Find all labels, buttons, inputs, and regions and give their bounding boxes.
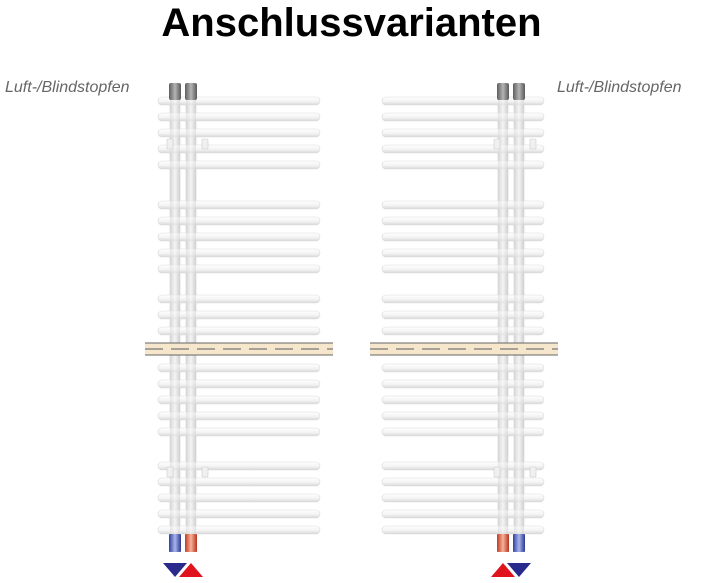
bar-clip bbox=[529, 138, 537, 150]
heating-bar bbox=[157, 310, 321, 320]
bar-clip bbox=[201, 466, 209, 478]
bar-clip bbox=[529, 466, 537, 478]
heating-bar bbox=[157, 144, 321, 154]
heating-bar bbox=[157, 128, 321, 138]
bar-clip bbox=[493, 138, 501, 150]
radiator-left bbox=[157, 83, 321, 577]
bar-clip bbox=[166, 466, 174, 478]
heating-bar bbox=[157, 395, 321, 405]
vertical-pipe-front bbox=[514, 96, 524, 544]
diagram-title: Anschlussvarianten bbox=[161, 1, 542, 45]
return-pipe-red bbox=[497, 534, 509, 552]
plug-label-right: Luft-/Blindstopfen bbox=[557, 79, 682, 96]
heating-bar bbox=[157, 411, 321, 421]
heating-bar bbox=[157, 96, 321, 106]
return-pipe-red bbox=[185, 534, 197, 552]
blind-plug bbox=[169, 83, 181, 100]
bar-clip bbox=[201, 138, 209, 150]
heating-bar bbox=[157, 509, 321, 519]
heating-bar bbox=[157, 363, 321, 373]
heating-bar bbox=[157, 427, 321, 437]
heating-bar bbox=[157, 525, 321, 535]
heating-bar bbox=[157, 461, 321, 471]
vertical-pipe-front bbox=[170, 96, 180, 544]
heating-bar bbox=[157, 200, 321, 210]
flow-pipe-blue bbox=[169, 534, 181, 552]
bar-clip bbox=[166, 138, 174, 150]
heating-bar bbox=[157, 216, 321, 226]
vertical-pipe-front bbox=[186, 96, 196, 544]
bar-clip bbox=[493, 466, 501, 478]
heating-bar bbox=[157, 493, 321, 503]
blind-plug bbox=[513, 83, 525, 100]
blind-plug bbox=[497, 83, 509, 100]
flow-arrow-down bbox=[163, 563, 187, 577]
vertical-pipe-front bbox=[498, 96, 508, 544]
radiator-right bbox=[381, 83, 545, 577]
heating-bar bbox=[157, 294, 321, 304]
return-arrow-up bbox=[491, 563, 515, 577]
heating-bar bbox=[157, 232, 321, 242]
flow-pipe-blue bbox=[513, 534, 525, 552]
heating-bar bbox=[157, 326, 321, 336]
plug-label-left: Luft-/Blindstopfen bbox=[5, 79, 130, 96]
heating-bar bbox=[157, 248, 321, 258]
wall-section bbox=[145, 342, 558, 356]
heating-bar bbox=[157, 160, 321, 170]
blind-plug bbox=[185, 83, 197, 100]
flow-arrow-down bbox=[507, 563, 531, 577]
heating-bar bbox=[157, 379, 321, 389]
heating-bar bbox=[157, 112, 321, 122]
heating-bar bbox=[157, 477, 321, 487]
heating-bar bbox=[157, 264, 321, 274]
return-arrow-up bbox=[179, 563, 203, 577]
